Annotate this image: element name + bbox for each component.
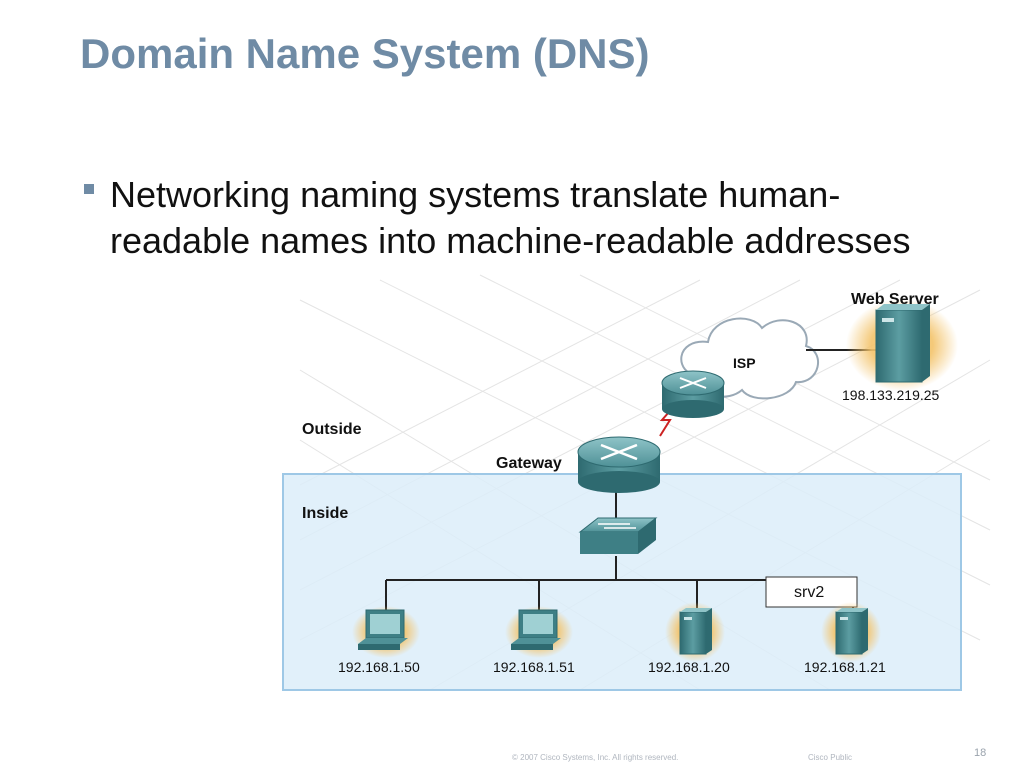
gateway-router-icon bbox=[577, 436, 661, 493]
slide-title: Domain Name System (DNS) bbox=[80, 30, 650, 77]
web-server-label: Web Server bbox=[851, 291, 939, 308]
server-icon bbox=[665, 602, 725, 662]
host-ip: 192.168.1.51 bbox=[493, 659, 575, 675]
host-ip: 192.168.1.50 bbox=[338, 659, 420, 675]
bullet-text: Networking naming systems translate huma… bbox=[110, 174, 911, 261]
footer-classification: Cisco Public bbox=[808, 753, 853, 762]
web-server-ip: 198.133.219.25 bbox=[842, 387, 940, 403]
srv2-label: srv2 bbox=[794, 584, 824, 601]
isp-router-icon bbox=[661, 370, 725, 418]
web-server-icon bbox=[846, 299, 958, 391]
outside-zone-label: Outside bbox=[302, 421, 362, 438]
inside-zone-label: Inside bbox=[302, 505, 348, 522]
footer-copyright: © 2007 Cisco Systems, Inc. All rights re… bbox=[512, 753, 679, 762]
isp-label: ISP bbox=[733, 355, 756, 371]
server-icon bbox=[821, 602, 881, 662]
bullet-square-icon bbox=[84, 184, 94, 194]
host-ip: 192.168.1.21 bbox=[804, 659, 886, 675]
gateway-label: Gateway bbox=[496, 455, 562, 472]
srv2-callout bbox=[765, 576, 858, 608]
switch-icon bbox=[578, 517, 658, 554]
pc-icon bbox=[352, 606, 420, 658]
pc-icon bbox=[505, 606, 573, 658]
page-number: 18 bbox=[974, 747, 987, 759]
host-ip: 192.168.1.20 bbox=[648, 659, 730, 675]
